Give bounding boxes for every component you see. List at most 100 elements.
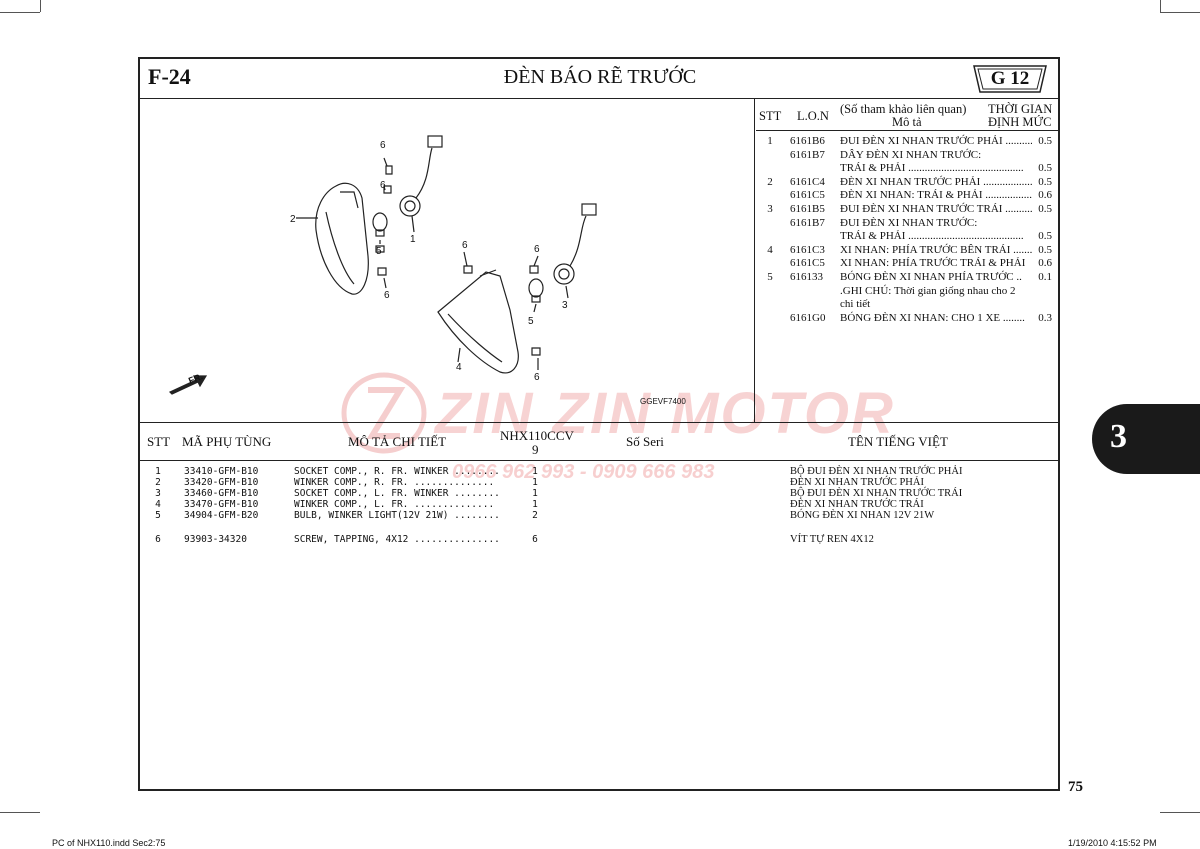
section-code: F-24 xyxy=(148,64,191,89)
part-vietnamese-name: BỘ ĐUI ĐÈN XI NHAN TRƯỚC TRÁI xyxy=(790,488,963,499)
labor-desc: BÓNG ĐÈN XI NHAN: CHO 1 XE ........ xyxy=(840,311,1025,324)
callout-5: 5 xyxy=(376,246,382,257)
parts-header-bottom-divider xyxy=(138,460,1060,461)
labor-desc: BÓNG ĐÈN XI NHAN PHÍA TRƯỚC .. xyxy=(840,271,1022,283)
labor-time: 0.5 xyxy=(1038,175,1052,188)
crop-mark xyxy=(40,0,41,12)
labor-desc: ĐUI ĐÈN XI NHAN TRƯỚC PHẢI .............… xyxy=(840,135,1032,147)
labor-stt: 1 xyxy=(767,135,773,147)
part-number: 33420-GFM-B10 xyxy=(184,477,259,488)
labor-desc: TRÁI & PHẢI ............................… xyxy=(840,230,1024,243)
part-quantity: 1 xyxy=(532,499,538,510)
labor-desc: chi tiết xyxy=(840,298,871,311)
labor-code: 6161G0 xyxy=(790,311,826,324)
footer-timestamp: 1/19/2010 4:15:52 PM xyxy=(1068,838,1157,848)
part-number: 33470-GFM-B10 xyxy=(184,499,259,510)
labor-stt: 2 xyxy=(767,175,773,188)
part-stt: 1 xyxy=(155,466,161,477)
part-vietnamese-name: VÍT TỰ REN 4X12 xyxy=(790,534,874,545)
labor-desc: ĐUI ĐÈN XI NHAN TRƯỚC: xyxy=(840,216,978,229)
part-number: 34904-GFM-B20 xyxy=(184,510,259,521)
part-description: SOCKET COMP., R. FR. WINKER ........ xyxy=(294,466,500,477)
part-number: 93903-34320 xyxy=(184,534,247,545)
labor-row: 6161G0 BÓNG ĐÈN XI NHAN: CHO 1 XE .......… xyxy=(756,311,1056,325)
part-quantity: 6 xyxy=(532,534,538,545)
labor-time: 0.5 xyxy=(1038,243,1052,256)
part-vietnamese-name: BỘ ĐUI ĐÈN XI NHAN TRƯỚC PHẢI xyxy=(790,466,963,477)
part-stt: 5 xyxy=(155,510,161,521)
callout-1: 1 xyxy=(410,234,416,245)
part-stt: 6 xyxy=(155,534,161,545)
callout-6: 6 xyxy=(534,372,540,383)
part-description: WINKER COMP., L. FR. .............. xyxy=(294,499,495,510)
labor-desc: ĐUI ĐÈN XI NHAN TRƯỚC TRÁI .......... xyxy=(840,203,1032,215)
footer-file-info: PC of NHX110.indd Sec2:75 xyxy=(52,838,166,848)
exploded-parts-diagram: 6 6 2 5 1 6 6 6 5 3 4 6 FR. GGEVF7400 xyxy=(168,135,686,406)
callout-2: 2 xyxy=(290,214,296,225)
labor-row: 3 6161B5 ĐUI ĐÈN XI NHAN TRƯỚC TRÁI ......… xyxy=(756,202,1056,216)
parts-header-vn-name: TÊN TIẾNG VIỆT xyxy=(848,434,948,449)
labor-code: 6161B7 xyxy=(790,216,825,229)
labor-time: 0.5 xyxy=(1038,162,1052,175)
group-badge: G 12 xyxy=(972,64,1048,94)
part-quantity: 1 xyxy=(532,488,538,499)
labor-time: 0.5 xyxy=(1038,230,1052,243)
parts-header-model: NHX110CCV xyxy=(500,428,574,443)
part-description: SCREW, TAPPING, 4X12 ............... xyxy=(294,534,500,545)
labor-time: 0.3 xyxy=(1038,311,1052,324)
labor-code: 6161C3 xyxy=(790,243,825,256)
labor-desc: ĐÈN XI NHAN TRƯỚC PHẢI .................… xyxy=(840,175,1032,188)
page-frame xyxy=(138,57,1060,791)
labor-desc: TRÁI & PHẢI ............................… xyxy=(840,162,1024,175)
labor-row: TRÁI & PHẢI ............................… xyxy=(756,161,1056,175)
labor-code: 6161B6 xyxy=(790,135,825,147)
table-row: 5 34904-GFM-B20 BULB, WINKER LIGHT(12V 21W… xyxy=(140,510,1058,521)
part-vietnamese-name: ĐÈN XI NHAN TRƯỚC PHẢI xyxy=(790,477,924,488)
crop-mark xyxy=(1160,812,1200,813)
part-vietnamese-name: BÓNG ĐÈN XI NHAN 12V 21W xyxy=(790,510,935,521)
table-row: 6 93903-34320 SCREW, TAPPING, 4X12 .......… xyxy=(140,534,1058,545)
labor-row: .GHI CHÚ: Thời gian giống nhau cho 2 xyxy=(756,284,1056,298)
callout-6: 6 xyxy=(534,244,540,255)
labor-header-divider xyxy=(756,130,1058,131)
chapter-tab: 3 xyxy=(1092,404,1200,474)
group-badge-label: G 12 xyxy=(990,68,1030,89)
part-stt: 4 xyxy=(155,499,161,510)
labor-time: 0.5 xyxy=(1038,203,1052,215)
labor-time: 0.1 xyxy=(1038,271,1052,283)
labor-header-desc-2: Mô tả xyxy=(892,115,922,129)
part-quantity: 2 xyxy=(532,510,538,521)
labor-header-lon: L.O.N xyxy=(797,109,829,123)
labor-row: 2 6161C4 ĐÈN XI NHAN TRƯỚC PHẢI ..........… xyxy=(756,175,1056,189)
part-description: BULB, WINKER LIGHT(12V 21W) ........ xyxy=(294,510,500,521)
labor-desc: XI NHAN: PHÍA TRƯỚC BÊN TRÁI ....... xyxy=(840,243,1032,256)
callout-6: 6 xyxy=(380,140,386,151)
labor-desc: XI NHAN: PHÍA TRƯỚC TRÁI & PHẢI xyxy=(840,257,1026,270)
labor-code: 6161C4 xyxy=(790,175,825,188)
parts-header-desc: MÔ TẢ CHI TIẾT xyxy=(348,434,447,449)
part-quantity: 1 xyxy=(532,466,538,477)
part-stt: 2 xyxy=(155,477,161,488)
labor-desc: DÂY ĐÈN XI NHAN TRƯỚC: xyxy=(840,148,982,161)
parts-header-model-variant: 9 xyxy=(532,442,539,457)
callout-6: 6 xyxy=(380,180,386,191)
labor-code: 6161B5 xyxy=(790,203,825,215)
labor-stt: 5 xyxy=(767,271,773,283)
labor-code: 616133 xyxy=(790,271,823,283)
labor-time: 0.5 xyxy=(1038,135,1052,147)
labor-row: TRÁI & PHẢI ............................… xyxy=(756,229,1056,243)
labor-header-time-2: ĐỊNH MỨC xyxy=(988,115,1052,129)
labor-header-stt: STT xyxy=(759,109,782,123)
callout-4: 4 xyxy=(456,362,462,373)
labor-stt: 3 xyxy=(767,203,773,215)
crop-mark xyxy=(0,812,40,813)
crop-mark xyxy=(1160,12,1200,13)
labor-desc: ĐÈN XI NHAN: TRÁI & PHẢI ...............… xyxy=(840,189,1032,202)
labor-code: 6161C5 xyxy=(790,257,825,270)
